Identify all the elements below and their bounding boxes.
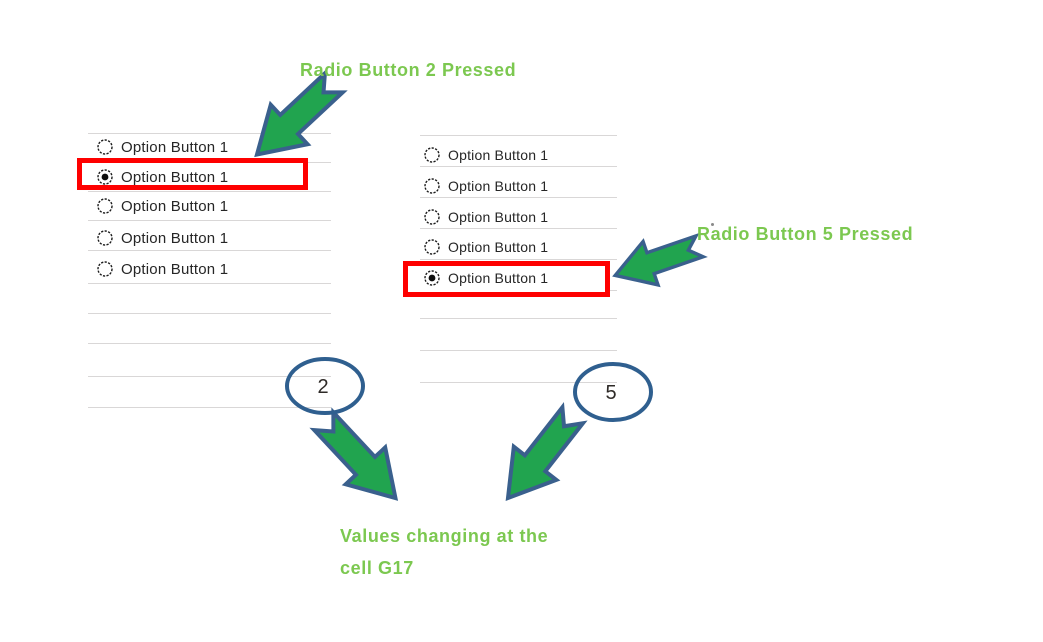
radio-unselected-icon[interactable] — [96, 260, 114, 278]
radio-unselected-icon[interactable] — [423, 146, 441, 164]
option-button-label: Option Button 1 — [121, 168, 229, 186]
row-gridline — [88, 313, 331, 314]
value-callout-5: 5 — [573, 362, 653, 422]
option-button-label: Option Button 1 — [448, 239, 549, 255]
radio-unselected-icon[interactable] — [96, 138, 114, 156]
row-gridline — [88, 250, 331, 251]
arrow-to-option5-icon — [612, 232, 708, 288]
option-button-row[interactable]: Option Button 1 — [96, 227, 228, 249]
radio-unselected-icon[interactable] — [96, 197, 114, 215]
stray-dot — [711, 223, 714, 226]
row-gridline — [420, 259, 617, 260]
row-gridline — [420, 135, 617, 136]
highlight-box-option2 — [77, 158, 308, 190]
option-button-row[interactable]: Option Button 1 — [423, 206, 548, 228]
row-gridline — [88, 407, 331, 408]
row-gridline — [88, 283, 331, 284]
radio-selected-icon[interactable] — [96, 168, 114, 186]
option-button-row[interactable]: Option Button 1 — [423, 236, 548, 258]
option-button-row[interactable]: Option Button 1 — [423, 144, 548, 166]
row-gridline — [88, 376, 331, 377]
annotation-values-line2: cell G17 — [340, 558, 414, 578]
option-button-label: Option Button 1 — [121, 229, 229, 247]
row-gridline — [420, 318, 617, 319]
annotation-radio5-pressed: Radio Button 5 Pressed — [697, 224, 914, 244]
row-gridline — [420, 350, 617, 351]
option-button-row[interactable]: Option Button 1 — [423, 175, 548, 197]
annotation-radio2-pressed: Radio Button 2 Pressed — [300, 60, 517, 80]
option-button-label: Option Button 1 — [121, 138, 229, 156]
arrow-from-value2-icon — [309, 407, 399, 501]
option-button-label: Option Button 1 — [448, 178, 549, 194]
option-button-label: Option Button 1 — [448, 209, 549, 225]
arrow-from-value5-icon — [505, 401, 588, 501]
row-gridline — [88, 191, 331, 192]
value-2-text: 2 — [317, 376, 328, 398]
radio-selected-icon[interactable] — [423, 269, 441, 287]
arrow-to-option2-icon — [254, 68, 348, 158]
row-gridline — [420, 228, 617, 229]
option-button-label: Option Button 1 — [121, 260, 229, 278]
value-5-text: 5 — [605, 382, 616, 404]
radio-unselected-icon[interactable] — [96, 229, 114, 247]
option-button-row[interactable]: Option Button 1 — [96, 195, 228, 217]
option-button-row[interactable]: Option Button 1 — [423, 267, 548, 289]
option-button-label: Option Button 1 — [121, 197, 229, 215]
row-gridline — [88, 343, 331, 344]
row-gridline — [88, 133, 331, 134]
annotation-values-line1: Values changing at the — [340, 526, 549, 546]
radio-unselected-icon[interactable] — [423, 238, 441, 256]
row-gridline — [88, 220, 331, 221]
value-callout-2: 2 — [285, 357, 365, 415]
option-button-label: Option Button 1 — [448, 147, 549, 163]
option-button-row[interactable]: Option Button 1 — [96, 258, 228, 280]
option-button-label: Option Button 1 — [448, 270, 549, 286]
radio-unselected-icon[interactable] — [423, 208, 441, 226]
option-button-row[interactable]: Option Button 1 — [96, 136, 228, 158]
row-gridline — [420, 382, 617, 383]
option-button-row[interactable]: Option Button 1 — [96, 166, 228, 188]
radio-unselected-icon[interactable] — [423, 177, 441, 195]
row-gridline — [420, 166, 617, 167]
row-gridline — [420, 197, 617, 198]
